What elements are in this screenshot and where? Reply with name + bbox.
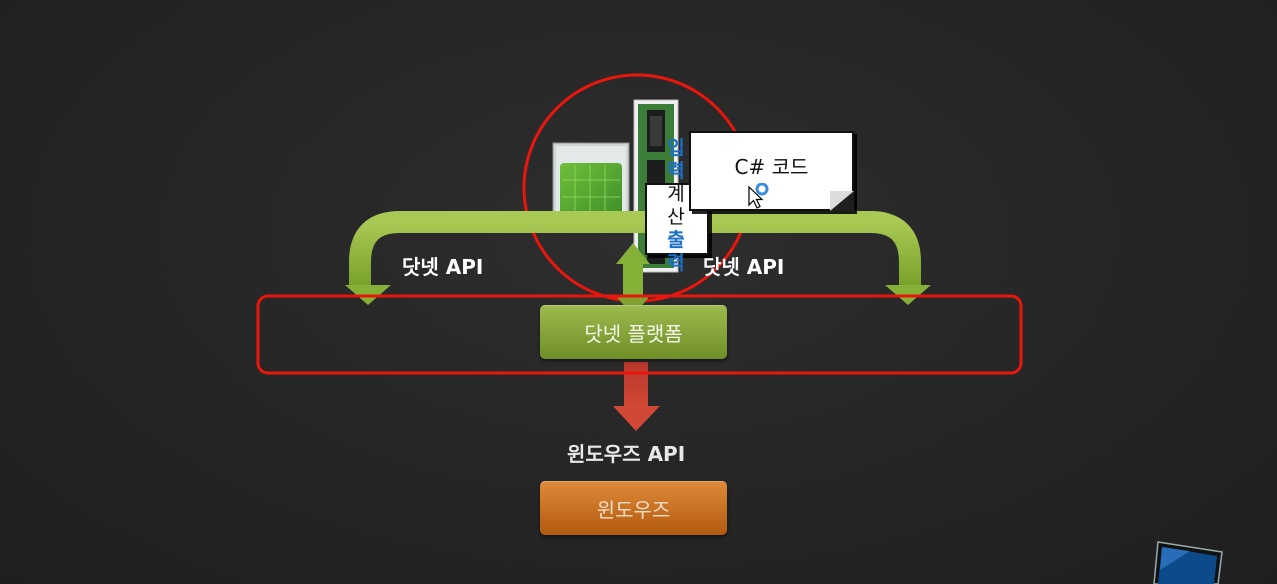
dotnet-api-right-label: 닷넷 API [703, 255, 785, 279]
csharp-code-label: C# 코드 [734, 155, 809, 179]
cpu-chip-image [552, 142, 630, 222]
windows-api-label: 윈도우즈 API [567, 442, 686, 466]
step-char-4: 산 [667, 206, 685, 228]
mouse-cursor-icon [748, 183, 769, 209]
windows-api-arrow [613, 362, 660, 431]
process-note-card [645, 183, 709, 255]
dotnet-platform-box: 닷넷 플랫폼 [540, 305, 727, 359]
step-char-1: 입 [667, 137, 685, 159]
dotnet-api-left-label: 닷넷 API [402, 255, 484, 279]
page-curl [830, 191, 854, 211]
step-char-5: 출 [667, 229, 685, 251]
process-steps-text: 입 력 계 산 출 력 [663, 137, 689, 275]
csharp-code-card: C# 코드 [689, 131, 854, 211]
highlight-rect [256, 294, 1023, 375]
step-char-6: 력 [667, 252, 685, 274]
monitor-thumbnail-icon [1153, 541, 1223, 584]
windows-box: 윈도우즈 [540, 481, 727, 535]
step-char-2: 력 [667, 160, 685, 182]
step-char-3: 계 [667, 183, 685, 205]
